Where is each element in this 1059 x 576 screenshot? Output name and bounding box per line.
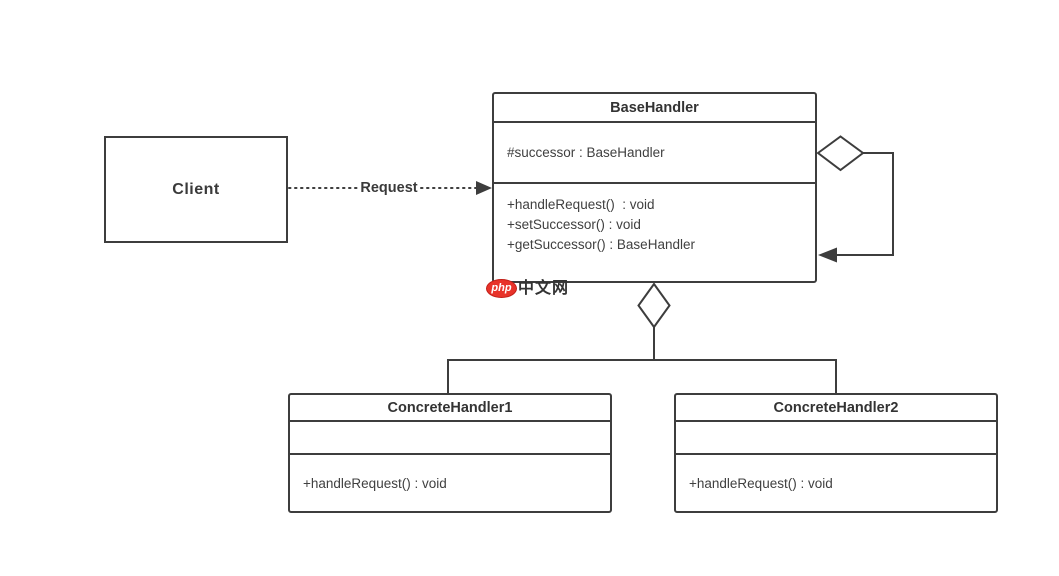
method-handle-request: +handleRequest() : void — [507, 197, 655, 212]
concrete-handler-2-methods-compartment: +handleRequest() : void — [676, 455, 996, 511]
aggregation-diamond-icon — [816, 135, 865, 172]
base-handler-class-box: BaseHandler #successor : BaseHandler +ha… — [492, 92, 817, 283]
base-handler-methods-compartment: +handleRequest() : void +setSuccessor() … — [494, 184, 815, 255]
concrete-handler-2-attributes-compartment — [676, 422, 996, 455]
concrete-handler-1-attributes-compartment — [290, 422, 610, 455]
self-association-arrowhead-icon — [818, 247, 837, 263]
bottom-diamond-icon — [637, 282, 671, 329]
base-handler-title: BaseHandler — [494, 94, 815, 123]
method-handle-request: +handleRequest() : void — [303, 475, 447, 491]
method-set-successor: +setSuccessor() : void — [507, 217, 641, 232]
attribute-successor: #successor : BaseHandler — [507, 145, 665, 160]
method-get-successor: +getSuccessor() : BaseHandler — [507, 237, 695, 252]
client-class-box: Client — [104, 136, 288, 243]
request-arrowhead-icon — [476, 181, 492, 195]
client-label: Client — [172, 180, 220, 198]
children-branch-line — [447, 359, 837, 393]
concrete-handler-1-title: ConcreteHandler1 — [290, 395, 610, 422]
concrete-handler-2-title: ConcreteHandler2 — [676, 395, 996, 422]
concrete-handler-1-class-box: ConcreteHandler1 +handleRequest() : void — [288, 393, 612, 513]
watermark-logo: php 中文网 — [486, 279, 569, 298]
request-label: Request — [358, 180, 420, 196]
self-association-line — [837, 152, 894, 256]
php-logo-icon: php — [486, 279, 517, 298]
base-handler-attributes-compartment: #successor : BaseHandler — [494, 123, 815, 184]
concrete-handler-1-methods-compartment: +handleRequest() : void — [290, 455, 610, 511]
method-handle-request: +handleRequest() : void — [689, 475, 833, 491]
watermark-site-text: 中文网 — [518, 279, 570, 297]
concrete-handler-2-class-box: ConcreteHandler2 +handleRequest() : void — [674, 393, 998, 513]
